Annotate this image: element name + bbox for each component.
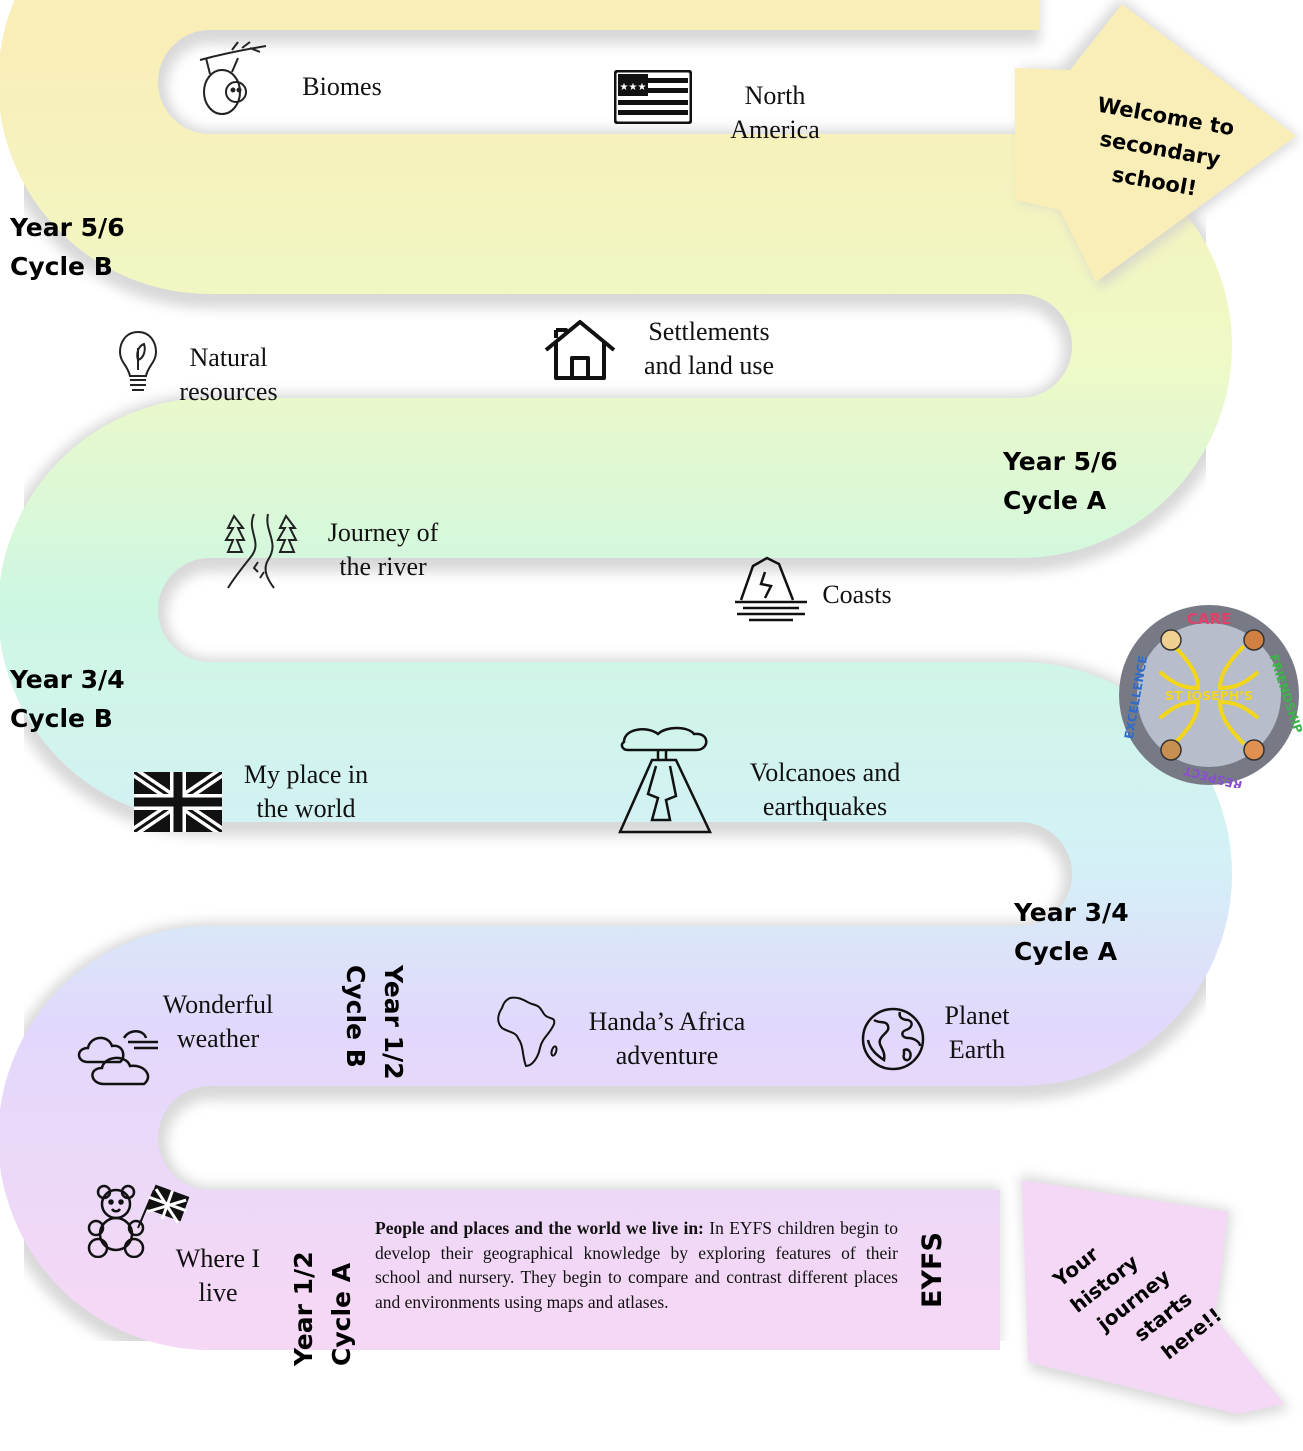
eyfs-description-body: In EYFS children begin to develop their … (375, 1218, 898, 1312)
topic-line: the world (256, 794, 356, 823)
topic-line: America (730, 115, 820, 144)
year-line: Cycle B (341, 965, 370, 1068)
topic-journey-river: Journey of the river (315, 516, 451, 584)
topic-line: Natural (189, 343, 268, 372)
teddy-bear-flag-icon (82, 1184, 192, 1263)
year-line: Year 3/4 (1014, 898, 1129, 927)
topic-line: live (198, 1278, 238, 1307)
union-jack-icon (131, 767, 225, 837)
topic-line: Volcanoes and (749, 758, 901, 787)
year-label-eyfs: EYFS (917, 1232, 948, 1308)
topic-handas-africa: Handa’s Africa adventure (567, 1005, 767, 1073)
topic-line: Handa’s Africa (588, 1007, 746, 1036)
topic-line: Where I (175, 1244, 261, 1273)
year-label-5-6-cycle-b: Year 5/6 Cycle B (10, 208, 125, 286)
volcano-icon (618, 724, 712, 841)
topic-line: the river (339, 552, 427, 581)
year-line: Year 5/6 (10, 213, 125, 242)
topic-line: weather (176, 1024, 260, 1053)
topic-line: Settlements (648, 317, 770, 346)
topic-line: Earth (948, 1035, 1006, 1064)
africa-icon (496, 994, 560, 1075)
house-icon (542, 318, 618, 387)
topic-line: Wonderful (162, 990, 274, 1019)
topic-biomes: Biomes (302, 72, 382, 101)
badge-center-text: ST JOSEPH’S (1165, 688, 1253, 703)
topic-natural-resources: Natural resources (166, 341, 291, 409)
cloud-wind-icon (74, 1022, 164, 1093)
lightbulb-icon (118, 330, 158, 401)
topic-line: resources (179, 377, 278, 406)
topic-north-america: North America (710, 79, 840, 147)
sloth-icon (192, 40, 272, 125)
topic-planet-earth: Planet Earth (932, 999, 1022, 1067)
globe-icon (860, 1006, 926, 1077)
river-forest-icon (224, 512, 302, 595)
topic-line: adventure (615, 1041, 719, 1070)
year-label-1-2-cycle-b: Year 1/2 Cycle B (336, 965, 412, 1080)
usa-flag-icon: ★★★ (613, 69, 693, 129)
year-label-1-2-cycle-a: Year 1/2 Cycle A (285, 1251, 361, 1366)
eyfs-description: People and places and the world we live … (375, 1216, 898, 1314)
year-line: Year 3/4 (10, 665, 125, 694)
year-line: Cycle B (10, 252, 113, 281)
year-line: Year 5/6 (1003, 447, 1118, 476)
year-line: Cycle B (10, 704, 113, 733)
topic-line: My place in (243, 760, 369, 789)
topic-line: and land use (644, 351, 774, 380)
topic-wonderful-weather: Wonderful weather (150, 988, 286, 1056)
topic-my-place: My place in the world (230, 758, 382, 826)
year-label-5-6-cycle-a: Year 5/6 Cycle A (1003, 442, 1118, 520)
topic-line: Planet (944, 1001, 1010, 1030)
topic-volcanoes: Volcanoes and earthquakes (730, 756, 920, 824)
year-line: Year 1/2 (289, 1251, 318, 1366)
coast-cliff-icon (733, 556, 809, 629)
topic-settlements: Settlements and land use (624, 315, 794, 383)
year-line: Year 1/2 (379, 965, 408, 1080)
year-line: Cycle A (1003, 486, 1107, 515)
topic-line: earthquakes (762, 792, 888, 821)
year-line: Cycle A (327, 1262, 356, 1366)
year-line: Cycle A (1014, 937, 1118, 966)
topic-coasts: Coasts (822, 580, 892, 609)
year-label-3-4-cycle-a: Year 3/4 Cycle A (1014, 893, 1129, 971)
year-label-3-4-cycle-b: Year 3/4 Cycle B (10, 660, 125, 738)
school-badge: ST JOSEPH’S CARE FRIENDSHIP RESPECT EXCE… (1116, 602, 1303, 793)
eyfs-description-heading: People and places and the world we live … (375, 1218, 704, 1238)
badge-care: CARE (1187, 610, 1231, 628)
topic-line: North (744, 81, 806, 110)
topic-where-i-live: Where I live (164, 1242, 272, 1310)
topic-line: Journey of (327, 518, 439, 547)
svg-text:★★★: ★★★ (620, 82, 647, 93)
